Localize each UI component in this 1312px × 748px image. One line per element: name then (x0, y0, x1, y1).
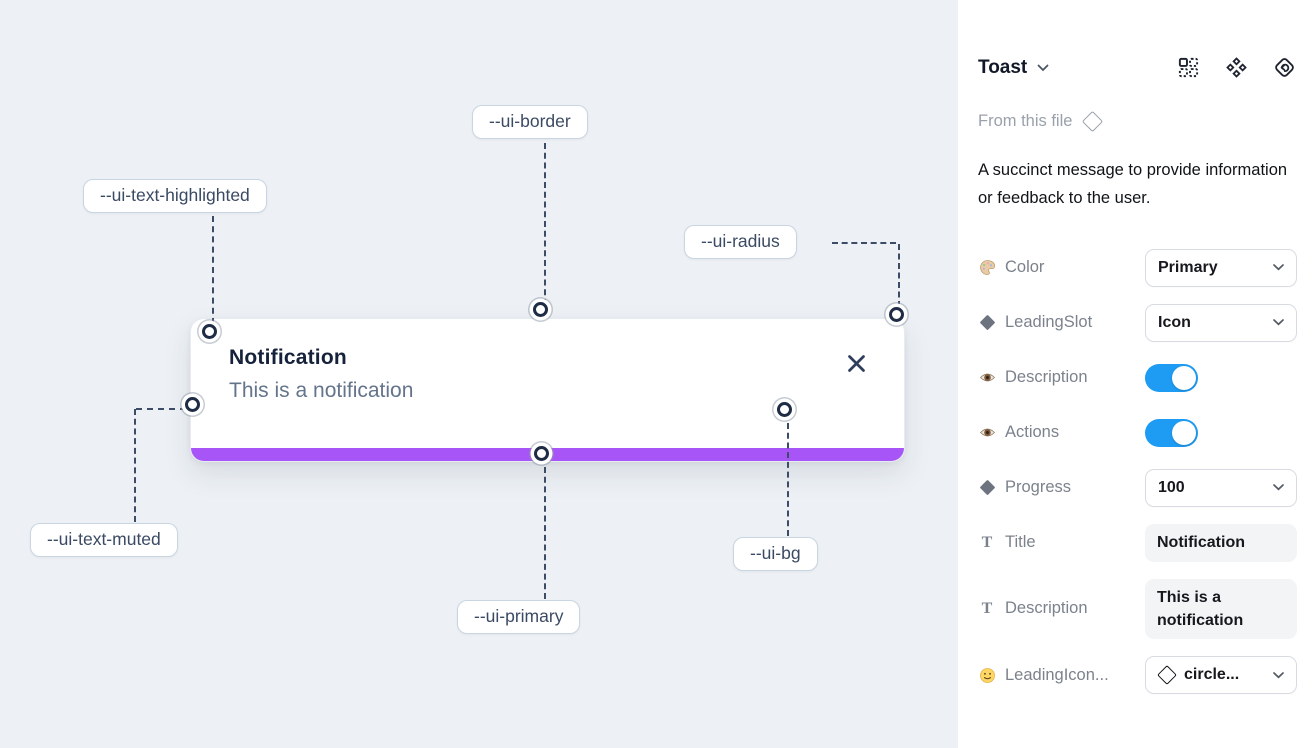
prop-row-title: T Title Notification (978, 523, 1297, 562)
prop-row-color: Color Primary (978, 248, 1297, 287)
dotted-grid-icon[interactable] (1177, 56, 1200, 79)
eye-icon (978, 424, 996, 441)
text-icon: T (981, 533, 993, 551)
token-pill-ui-primary[interactable]: --ui-primary (457, 600, 581, 634)
component-icon[interactable] (1225, 56, 1248, 79)
chevron-down-icon (1037, 64, 1049, 71)
header-icon-group (1177, 56, 1296, 79)
prop-label-description: Description (978, 368, 1145, 387)
component-title: Toast (978, 56, 1028, 78)
prop-label-actions: Actions (978, 423, 1145, 442)
actions-toggle[interactable] (1145, 418, 1198, 447)
anchor-ui-primary[interactable] (534, 446, 549, 461)
leadingslot-select[interactable]: Icon (1145, 303, 1297, 342)
prop-label-title: T Title (978, 533, 1145, 552)
chevron-down-icon (1273, 671, 1284, 679)
connector-ui-text-muted-h (136, 408, 186, 410)
prop-label-progress: Progress (978, 478, 1145, 497)
file-diamond-icon (1082, 110, 1104, 133)
prop-row-leadingicon: LeadingIcon... circle... (978, 656, 1297, 695)
title-field[interactable]: Notification (1145, 523, 1297, 562)
design-canvas[interactable]: Notification This is a notification --ui… (0, 0, 958, 748)
connector-ui-primary (544, 467, 546, 599)
chevron-down-icon (1273, 319, 1284, 326)
prop-row-progress: Progress 100 (978, 468, 1297, 507)
prop-label-description-text: T Description (978, 599, 1145, 618)
token-pill-ui-bg[interactable]: --ui-bg (733, 537, 818, 571)
palette-icon (978, 259, 996, 276)
prop-row-description-toggle: Description (978, 359, 1296, 397)
diamond-icon (978, 314, 996, 331)
toast-component[interactable]: Notification This is a notification (190, 318, 905, 462)
token-pill-ui-radius[interactable]: --ui-radius (684, 225, 797, 259)
anchor-ui-text-highlighted[interactable] (202, 324, 217, 339)
component-description: A succinct message to provide informatio… (978, 161, 1288, 208)
description-field[interactable]: This is a notification (1145, 578, 1297, 640)
prop-label-color: Color (978, 258, 1145, 277)
token-pill-ui-text-highlighted[interactable]: --ui-text-highlighted (83, 179, 267, 213)
progress-select[interactable]: 100 (1145, 468, 1297, 507)
prop-label-leadingicon: LeadingIcon... (978, 666, 1145, 685)
anchor-ui-text-muted[interactable] (185, 397, 200, 412)
prop-row-leadingslot: LeadingSlot Icon (978, 303, 1297, 342)
connector-ui-text-muted-v (134, 409, 136, 522)
property-list: Color Primary LeadingSlot Icon (978, 248, 1297, 695)
prop-row-actions-toggle: Actions (978, 414, 1296, 452)
token-pill-ui-text-muted[interactable]: --ui-text-muted (30, 523, 178, 557)
connector-ui-radius-h (832, 242, 896, 244)
prop-row-description-text: T Description This is a notification (978, 578, 1297, 640)
panel-header: Toast (978, 56, 1296, 79)
prop-label-leadingslot: LeadingSlot (978, 313, 1145, 332)
diamond-icon (978, 479, 996, 496)
properties-panel: Toast (958, 0, 1312, 748)
text-icon: T (981, 599, 993, 617)
icon-diamond-glyph (1157, 665, 1177, 686)
toast-close-button[interactable] (844, 351, 868, 375)
swap-instance-icon[interactable] (1273, 56, 1296, 79)
toast-title: Notification (229, 346, 347, 369)
connector-ui-radius-v (898, 244, 900, 307)
source-label: From this file (978, 112, 1073, 130)
connector-ui-text-highlighted (212, 216, 214, 324)
toggle-knob (1172, 420, 1196, 445)
description-toggle[interactable] (1145, 363, 1198, 392)
chevron-down-icon (1273, 264, 1284, 271)
connector-ui-border (544, 143, 546, 305)
eye-icon (978, 369, 996, 386)
color-select[interactable]: Primary (1145, 248, 1297, 287)
source-row: From this file (978, 110, 1296, 133)
connector-ui-bg (787, 423, 789, 536)
anchor-ui-bg[interactable] (777, 402, 792, 417)
smiley-icon (978, 667, 996, 684)
chevron-down-icon (1273, 484, 1284, 491)
anchor-ui-border[interactable] (533, 302, 548, 317)
toast-description: This is a notification (229, 379, 414, 402)
anchor-ui-radius[interactable] (889, 307, 904, 322)
close-icon (847, 354, 865, 372)
component-title-dropdown[interactable] (1037, 64, 1049, 72)
leadingicon-select[interactable]: circle... (1145, 656, 1297, 695)
toggle-knob (1172, 365, 1196, 390)
token-pill-ui-border[interactable]: --ui-border (472, 105, 588, 139)
